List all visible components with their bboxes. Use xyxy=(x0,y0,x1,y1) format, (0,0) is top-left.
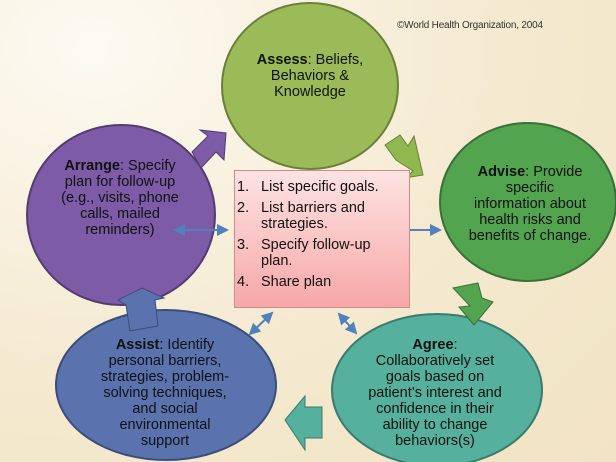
arrange-text: Arrange: Specify plan for follow-up (e.g… xyxy=(61,158,179,238)
assess-title: Assess xyxy=(256,52,308,68)
plan-item: 3.Specify follow-up plan. xyxy=(237,237,371,269)
arrange-circle xyxy=(26,124,216,306)
copyright-text: ©World Health Organization, 2004 xyxy=(397,20,543,31)
arrow-assess-to-advise xyxy=(384,134,424,179)
assess-text: Assess: Beliefs, Behaviors & Knowledge xyxy=(256,52,364,100)
arrow-arrange-to-assess xyxy=(191,129,227,169)
plan-item: 2.List barriers and strategies. xyxy=(237,200,365,232)
agree-title: Agree xyxy=(412,337,454,353)
connector-assist xyxy=(248,311,274,336)
assist-text: Assist: Identify personal barriers, stra… xyxy=(100,337,230,449)
plan-box: 1.List specific goals. 2.List barriers a… xyxy=(234,170,410,308)
arrow-assist-to-arrange xyxy=(116,287,166,332)
assist-title: Assist xyxy=(115,337,160,353)
advise-title: Advise xyxy=(477,164,526,180)
agree-text: Agree: Collaboratively set goals based o… xyxy=(368,337,502,449)
agree-circle xyxy=(331,313,543,462)
assist-circle xyxy=(55,309,277,461)
arrow-advise-to-agree xyxy=(452,282,494,326)
plan-item: 1.List specific goals. xyxy=(237,179,379,195)
arrow-agree-to-assist xyxy=(284,394,323,452)
connector-agree xyxy=(337,312,358,335)
advise-circle xyxy=(439,122,616,282)
assess-circle xyxy=(221,2,399,170)
plan-item: 4.Share plan xyxy=(237,274,332,290)
advise-text: Advise: Provide specific information abo… xyxy=(468,164,592,244)
arrange-title: Arrange xyxy=(64,158,120,174)
